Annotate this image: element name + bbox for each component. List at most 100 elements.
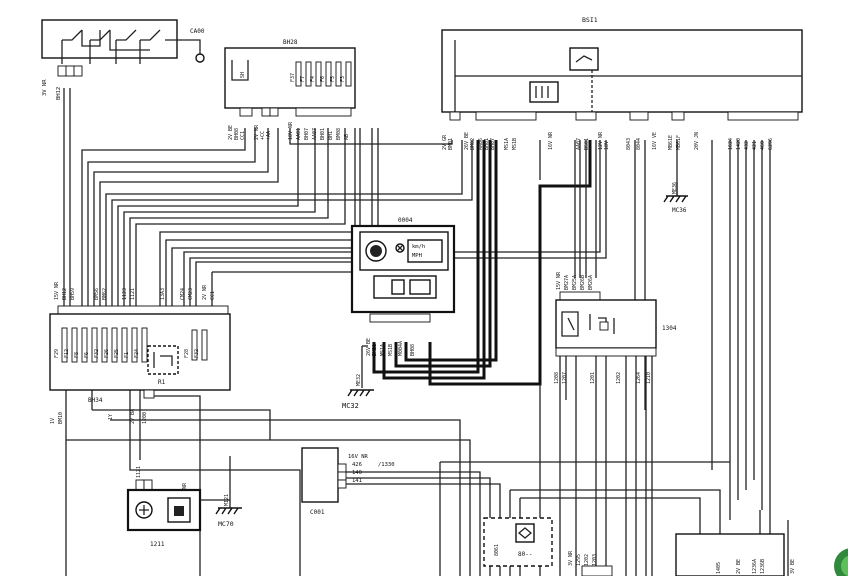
svg-text:1200: 1200: [142, 412, 148, 424]
d004-instrument-cluster: 0004 km/h MPH 26V BE BM21 MS1A MS1B M004…: [350, 217, 456, 356]
bh34-fuse-labels: F29 F12 F8 F6 F32 F26 F25 F1 F24 F28 F32: [54, 349, 200, 358]
svg-text:F26: F26: [104, 349, 110, 358]
svg-text:460: 460: [760, 141, 766, 150]
svg-text:1420: 1420: [736, 138, 742, 150]
svg-text:+CC: +CC: [260, 131, 266, 140]
svg-text:M004A: M004A: [398, 341, 404, 356]
bh34-label: BH34: [88, 397, 103, 404]
bh34-bottom-labels: 1V BM10 1Y 2V BA 1200: [50, 409, 148, 424]
svg-text:F25: F25: [114, 349, 120, 358]
svg-text:AA06: AA06: [478, 138, 484, 150]
bh34-top-labels: 15V NR BH12 BH59 BM56 BM62 1123 1121 13A…: [54, 281, 216, 300]
svg-text:1405: 1405: [716, 562, 722, 574]
svg-text:BM25A: BM25A: [572, 275, 578, 290]
bh28-sh-label: SH: [240, 72, 246, 78]
c001-wire-label: 16V NR: [348, 454, 369, 460]
c1304-label: 1304: [662, 325, 677, 332]
mc32-ground: ME32 MC32: [342, 345, 374, 410]
c001-row-3: 141: [352, 478, 362, 484]
svg-text:MS1B: MS1B: [388, 344, 394, 356]
bh28-fuse-2: F7: [300, 76, 306, 82]
ca00-label: CA00: [190, 28, 205, 35]
svg-text:AA07: AA07: [576, 138, 582, 150]
c001-label: C001: [310, 509, 325, 516]
svg-text:13A3: 13A3: [160, 288, 166, 300]
svg-text:CM24: CM24: [180, 288, 186, 300]
svg-text:8043: 8043: [626, 138, 632, 150]
c1211-component: 1121 6V NR 1211 MI21 MC70: [126, 456, 242, 548]
svg-text:MS1A: MS1A: [504, 138, 510, 150]
bsi1-right-labels: 1624 1420 432 421 460 6296: [728, 138, 774, 150]
svg-text:CC1: CC1: [240, 131, 246, 140]
svg-text:BM02: BM02: [470, 138, 476, 150]
svg-text:CC1: CC1: [210, 291, 216, 300]
svg-text:2V BA: 2V BA: [130, 409, 136, 424]
svg-text:2V BE: 2V BE: [736, 559, 742, 574]
svg-text:1121: 1121: [130, 288, 136, 300]
mi21-label: MI21: [224, 494, 230, 506]
svg-text:1202: 1202: [616, 372, 622, 384]
svg-text:1123: 1123: [122, 288, 128, 300]
svg-text:MS1B: MS1B: [512, 138, 518, 150]
c1211-pin-label: 1121: [136, 466, 142, 478]
c8061-label: 8061: [494, 544, 500, 556]
bh34-fuses: [61, 327, 208, 363]
c1304-bottom-labels: 1208 1207 1201 1202 1264 1210: [554, 372, 652, 384]
c001-ref: /1330: [378, 462, 395, 468]
svg-text:BH12: BH12: [62, 288, 68, 300]
bh34-fuse-box: 15V NR BH12 BH59 BM56 BM62 1123 1121 13A…: [49, 281, 231, 424]
svg-text:26V BE: 26V BE: [464, 132, 470, 150]
svg-text:F1: F1: [124, 352, 130, 358]
bh28-fuse-6: F3: [340, 76, 346, 82]
svg-text:18V NR: 18V NR: [288, 121, 294, 140]
bh28-fuse-3: F4: [310, 76, 316, 82]
mc70-label: MC70: [218, 520, 234, 528]
svg-text:1208: 1208: [554, 372, 560, 384]
c8061-value: 80--: [518, 551, 532, 558]
svg-text:F8: F8: [74, 352, 80, 358]
svg-text:1236B: 1236B: [760, 559, 766, 574]
svg-text:BM21: BM21: [372, 344, 378, 356]
bh12-wire-label: 3V NR: [42, 79, 48, 96]
svg-text:1264: 1264: [636, 372, 642, 384]
mc36-label: MC36: [672, 207, 687, 214]
svg-text:+AA: +AA: [266, 131, 272, 140]
svg-text:3V BE: 3V BE: [790, 559, 796, 574]
bh28-fuse-1: F37: [290, 73, 296, 82]
svg-text:BS01: BS01: [584, 138, 590, 150]
me32-label: ME32: [356, 374, 362, 386]
watermark-logo: [834, 548, 848, 576]
d004-pins: [369, 313, 431, 323]
svg-text:AA01: AA01: [296, 128, 302, 140]
svg-text:F32: F32: [94, 349, 100, 358]
mc36-ground: ME36 MC36: [663, 182, 688, 214]
svg-text:2V BE: 2V BE: [228, 125, 234, 140]
svg-text:BH07: BH07: [304, 128, 310, 140]
svg-text:1Y: 1Y: [108, 414, 114, 420]
svg-text:2V GR: 2V GR: [442, 134, 448, 150]
svg-text:1624: 1624: [728, 138, 734, 150]
c1304-top-labels: 15V NR BM27A BM25A BM26B BM26A: [556, 271, 594, 290]
svg-text:3V NR: 3V NR: [568, 550, 574, 566]
c1304-module: 15V NR BM27A BM25A BM26B BM26A 1304 1208…: [554, 271, 677, 384]
svg-text:421: 421: [752, 141, 758, 150]
bsi1-pins: [449, 111, 799, 121]
svg-text:1236A: 1236A: [752, 559, 758, 574]
bh28-fuse-5: F5: [330, 76, 336, 82]
c1211-label: 1211: [150, 541, 165, 548]
mc32-label: MC32: [342, 402, 359, 410]
svg-text:BM01: BM01: [448, 138, 454, 150]
bh28-pins: [239, 107, 352, 117]
svg-text:BM26A: BM26A: [588, 275, 594, 290]
svg-text:BH08: BH08: [234, 128, 240, 140]
svg-text:MB61E: MB61E: [668, 135, 674, 150]
mph-label: MPH: [412, 253, 422, 259]
svg-text:MS1A: MS1A: [380, 344, 386, 356]
wire-harness: [63, 88, 789, 576]
svg-text:1201: 1201: [590, 372, 596, 384]
svg-text:432: 432: [744, 141, 750, 150]
svg-text:1203: 1203: [592, 554, 598, 566]
bsi1-left-labels: 2V GR BM01 26V BE BM02 AA06 BH01 BH07 MS…: [442, 131, 554, 150]
bh34-relay-label: R1: [158, 379, 166, 386]
svg-text:18V: 18V: [604, 141, 610, 150]
